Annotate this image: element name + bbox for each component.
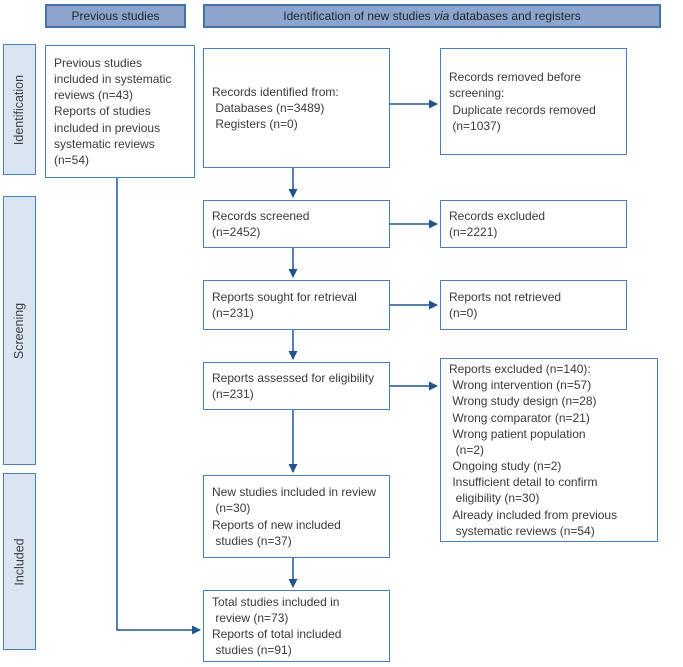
box-previous-studies-included: Previous studies included in systematic … (45, 45, 195, 178)
header-identification-suffix: databases and registers (449, 9, 581, 23)
stage-identification: Identification (3, 44, 36, 175)
box-total-studies-included-text: Total studies included in review (n=73) … (212, 594, 342, 658)
box-reports-sought-text: Reports sought for retrieval (n=231) (212, 289, 357, 320)
box-reports-excluded: Reports excluded (n=140): Wrong interven… (440, 358, 658, 542)
header-previous-studies: Previous studies (45, 4, 186, 28)
box-records-removed-text: Records removed before screening: Duplic… (449, 70, 596, 133)
stage-screening: Screening (3, 196, 36, 465)
stage-identification-label: Identification (12, 74, 27, 145)
box-total-studies-included: Total studies included in review (n=73) … (203, 590, 390, 662)
box-reports-assessed: Reports assessed for eligibility (n=231) (203, 362, 390, 410)
box-records-removed: Records removed before screening: Duplic… (440, 48, 627, 155)
box-records-identified: Records identified from: Databases (n=34… (203, 48, 390, 168)
header-identification-new-studies: Identification of new studies via databa… (203, 4, 661, 28)
box-reports-excluded-text: Reports excluded (n=140): Wrong interven… (449, 361, 618, 538)
box-previous-studies-included-text: Previous studies included in systematic … (54, 55, 172, 167)
stage-included: Included (3, 473, 36, 650)
box-records-excluded-text: Records excluded (n=2221) (449, 208, 546, 239)
arrow-previous-studies-to-total (116, 178, 201, 635)
header-identification-via: via (434, 9, 450, 23)
box-records-identified-text: Records identified from: Databases (n=34… (212, 84, 339, 132)
header-identification-prefix: Identification of new studies (283, 9, 434, 23)
box-reports-not-retrieved: Reports not retrieved (n=0) (440, 280, 627, 330)
box-reports-assessed-text: Reports assessed for eligibility (n=231) (212, 370, 375, 401)
header-previous-studies-label: Previous studies (71, 9, 160, 23)
box-new-studies-included-text: New studies included in review (n=30) Re… (212, 485, 377, 548)
box-new-studies-included: New studies included in review (n=30) Re… (203, 475, 390, 558)
box-reports-sought: Reports sought for retrieval (n=231) (203, 280, 390, 330)
box-records-screened-text: Records screened (n=2452) (212, 208, 310, 239)
box-reports-not-retrieved-text: Reports not retrieved (n=0) (449, 289, 562, 320)
stage-screening-label: Screening (12, 302, 27, 359)
box-records-excluded: Records excluded (n=2221) (440, 200, 627, 248)
stage-included-label: Included (12, 537, 27, 586)
box-records-screened: Records screened (n=2452) (203, 200, 390, 248)
